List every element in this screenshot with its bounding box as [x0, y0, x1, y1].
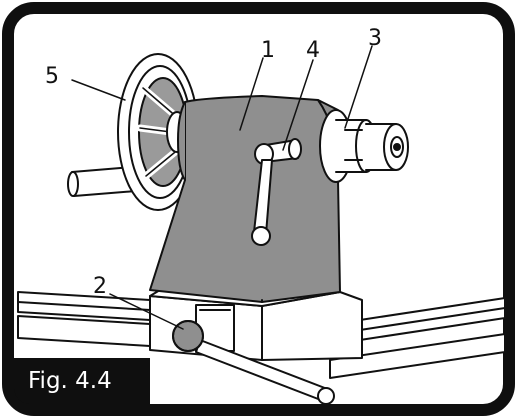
- lathe-drawing: [17, 45, 506, 405]
- callout-5: 5: [45, 64, 59, 89]
- callout-1: 1: [261, 38, 275, 63]
- callout-2: 2: [93, 274, 107, 299]
- leader-lines: [71, 45, 373, 330]
- figure-label: Fig. 4.4: [14, 358, 150, 404]
- locking-lever: [172, 320, 335, 405]
- callout-3: 3: [368, 26, 382, 51]
- handwheel: [117, 53, 199, 211]
- headstock-body: [149, 95, 341, 303]
- speed-lever: [251, 138, 302, 246]
- spindle-nose: [319, 109, 409, 183]
- callout-4: 4: [306, 38, 320, 63]
